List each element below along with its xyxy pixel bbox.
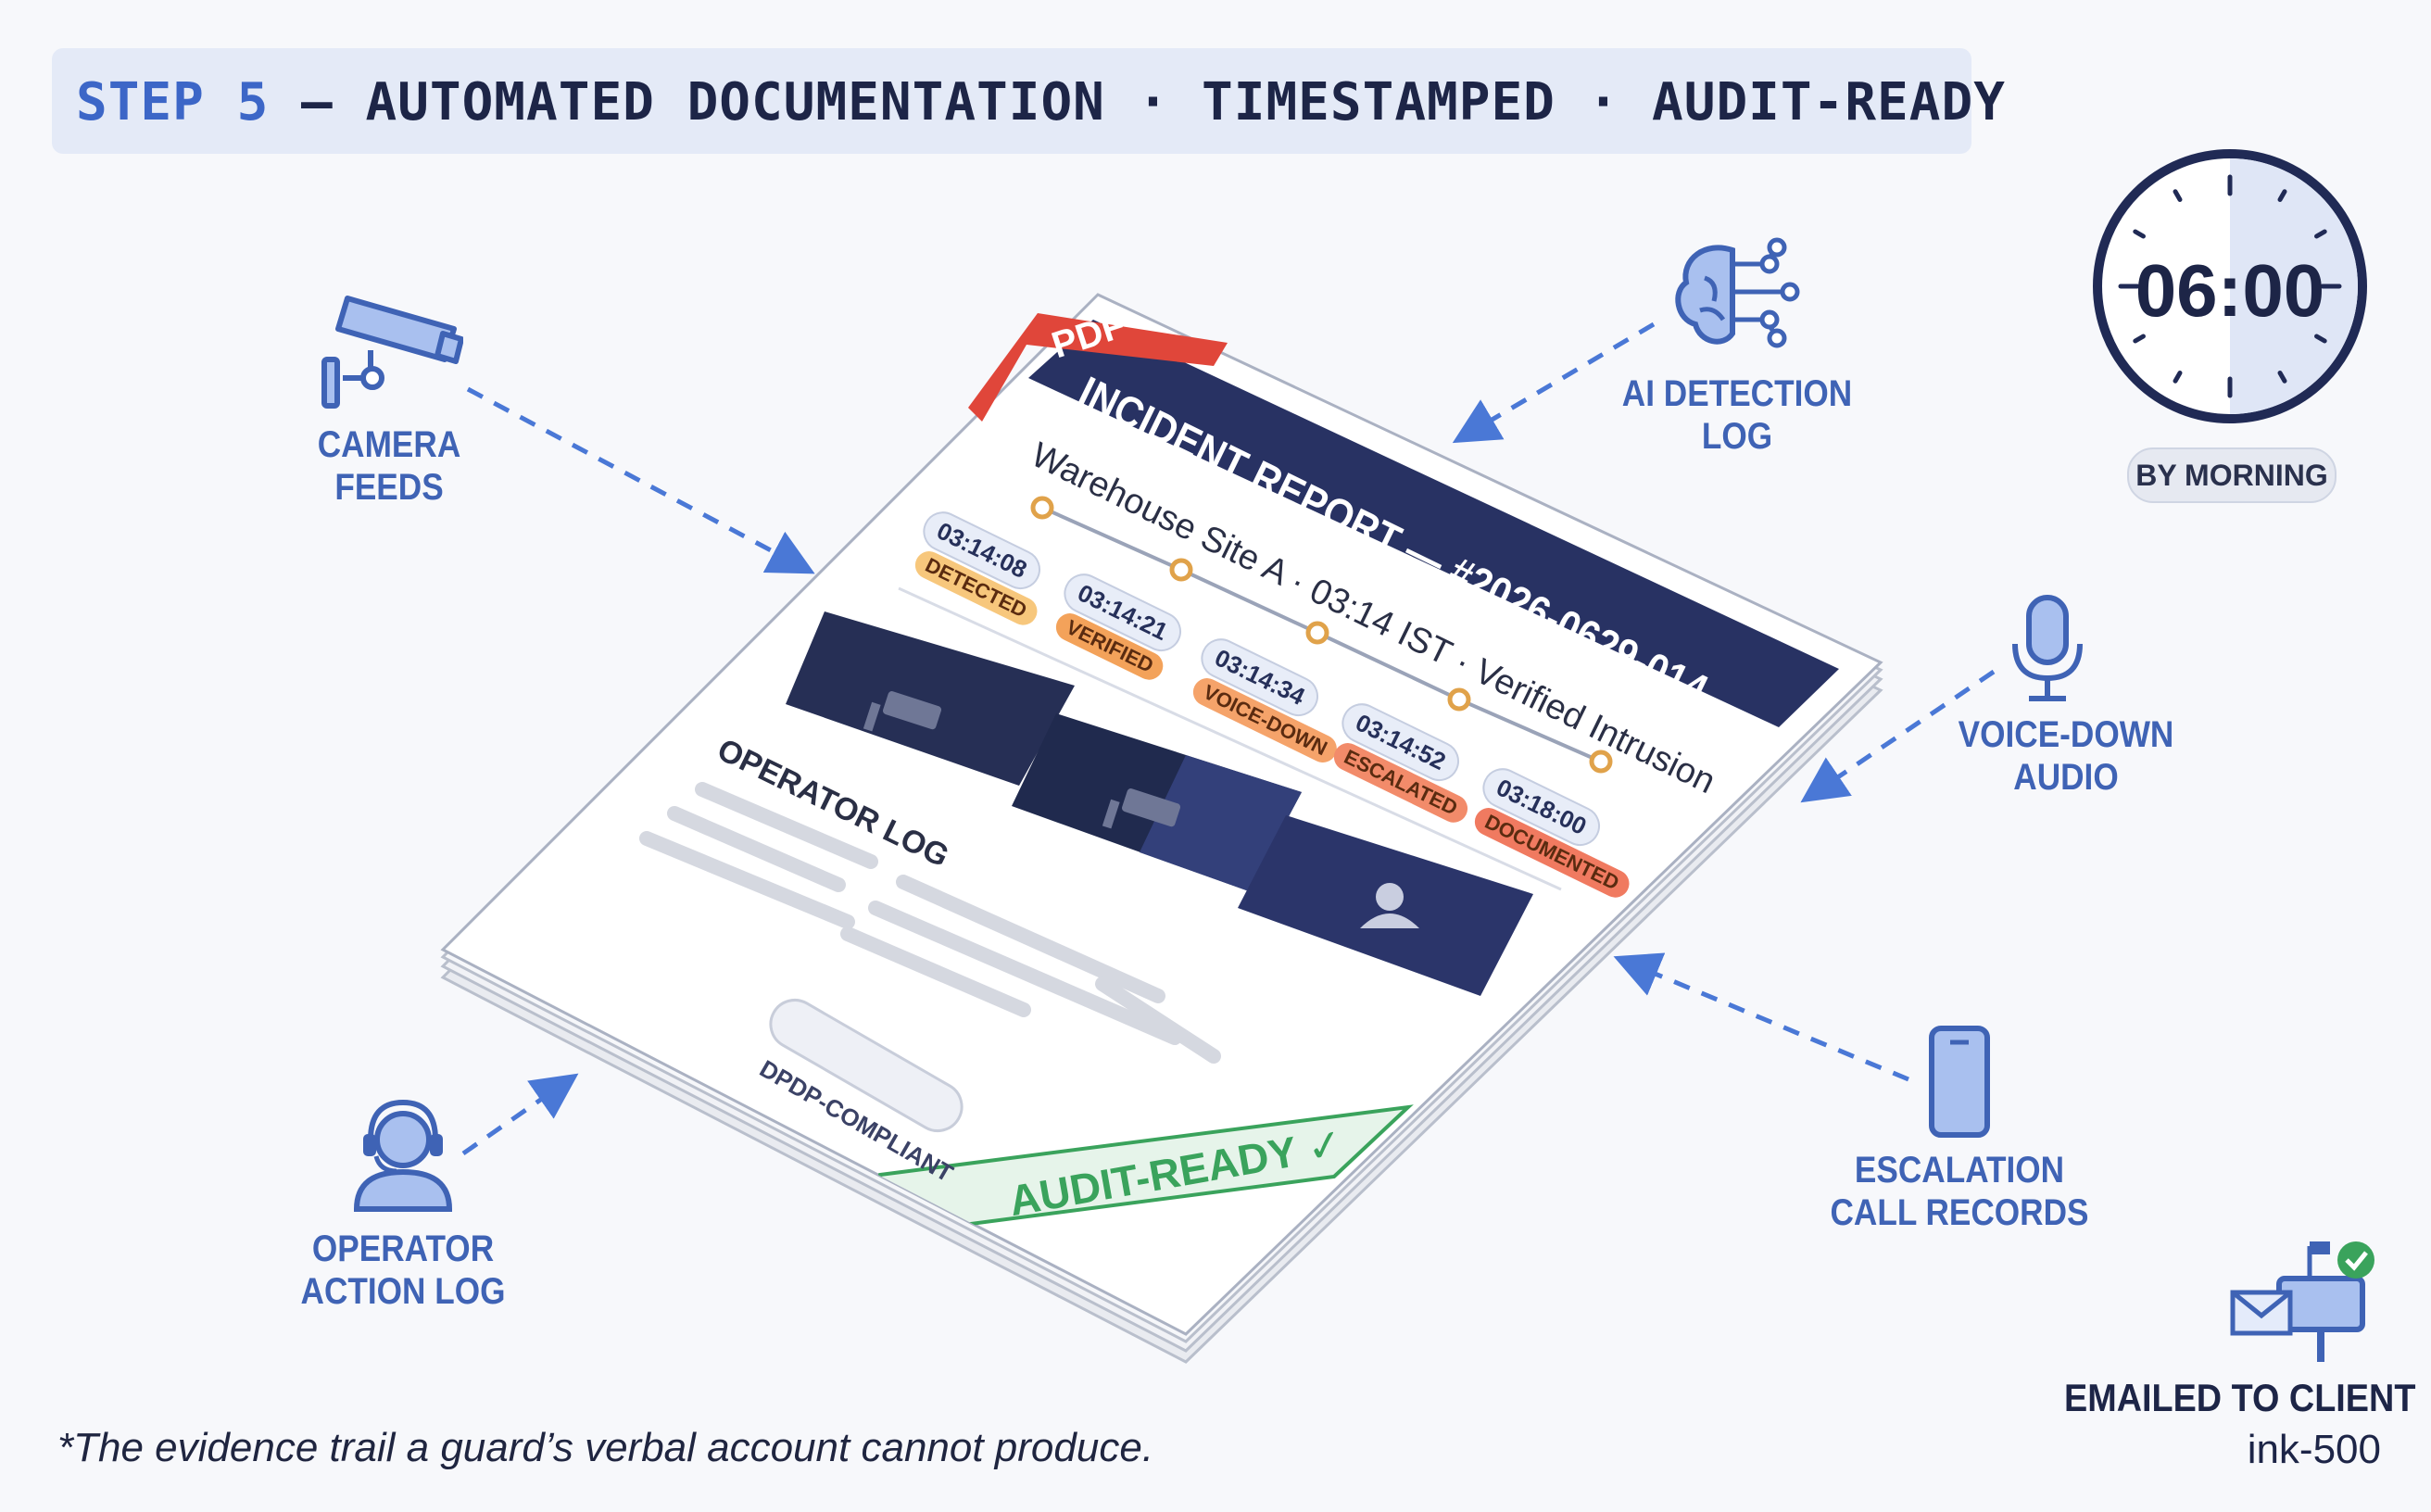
clock-tick: [2314, 229, 2327, 239]
emailed-to-client-label: EMAILED TO CLIENT: [2064, 1376, 2416, 1419]
clock-time: 06:00: [2135, 249, 2325, 332]
report-divider: [898, 586, 1562, 891]
clock-icon: [2093, 149, 2367, 423]
person-thumb-icon: [1360, 883, 1419, 928]
clock-tick: [2173, 371, 2183, 384]
banner-step: STEP 5: [76, 72, 270, 132]
by-morning-pill: BY MORNING: [2127, 447, 2337, 503]
ai-detection-label: AI DETECTION LOG: [1611, 372, 1864, 458]
operator-log-lines: [639, 782, 1221, 1064]
microphone-icon: [2012, 595, 2083, 701]
pdf-ribbon: [968, 313, 1228, 422]
escalation-line1: ESCALATION: [1854, 1150, 2065, 1191]
arrow-operator: [461, 1073, 579, 1156]
compliance-pill: [769, 999, 964, 1132]
voice-down-line1: VOICE-DOWN: [1958, 714, 2174, 755]
timeline-dot: [1305, 621, 1329, 645]
camera-feeds-line2: FEEDS: [334, 467, 444, 508]
cctv-thumb-icon-2: [1102, 788, 1181, 829]
brain-circuit-icon: [1675, 237, 1800, 348]
clock-tick: [2277, 189, 2287, 202]
cctv-thumb-icon: [863, 691, 942, 732]
timeline-dot: [1589, 750, 1613, 774]
phone-icon: [1929, 1026, 1990, 1138]
timeline-dot: [1169, 558, 1193, 582]
banner-heading: STEP 5 — AUTOMATED DOCUMENTATION · TIMES…: [76, 72, 2006, 132]
banner-title: — AUTOMATED DOCUMENTATION · TIMESTAMPED …: [301, 72, 2006, 132]
clock-tick: [2173, 189, 2183, 202]
arrow-camera: [466, 386, 815, 574]
ai-detection-line2: LOG: [1701, 416, 1773, 457]
clock-tick: [2133, 229, 2146, 239]
ai-detection-line1: AI DETECTION: [1621, 373, 1853, 414]
camera-feeds-label: CAMERA FEEDS: [291, 423, 486, 509]
camera-feeds-line1: CAMERA: [317, 424, 461, 465]
operator-action-line1: OPERATOR: [311, 1228, 495, 1269]
cctv-camera-icon: [321, 296, 463, 409]
voice-down-line2: AUDIO: [2013, 757, 2119, 798]
clock-tick: [2314, 334, 2327, 344]
credit-label: ink-500: [2247, 1427, 2381, 1472]
step-banner: STEP 5 — AUTOMATED DOCUMENTATION · TIMES…: [52, 48, 2005, 154]
headset-operator-icon: [353, 1099, 453, 1212]
timeline-dot: [1447, 687, 1471, 712]
camera-thumbnail-2-shade: [1140, 755, 1302, 891]
report-header-band: [1028, 320, 1839, 727]
arrow-voice: [1800, 669, 1996, 803]
footnote: *The evidence trail a guard’s verbal acc…: [57, 1425, 1154, 1470]
operator-action-line2: ACTION LOG: [300, 1271, 506, 1312]
timeline-dot: [1030, 496, 1054, 520]
arrow-ai: [1452, 321, 1656, 444]
escalation-line2: CALL RECORDS: [1830, 1192, 2089, 1233]
clock-tick: [2277, 371, 2287, 384]
clock-tick: [2133, 334, 2146, 344]
escalation-label: ESCALATION CALL RECORDS: [1829, 1149, 2090, 1234]
voice-down-label: VOICE-DOWN AUDIO: [1940, 713, 2193, 799]
operator-action-label: OPERATOR ACTION LOG: [284, 1228, 521, 1313]
camera-thumbnail-1: [786, 611, 1075, 786]
mailbox-icon: [2230, 1241, 2374, 1362]
arrow-escalation: [1613, 952, 1909, 1082]
